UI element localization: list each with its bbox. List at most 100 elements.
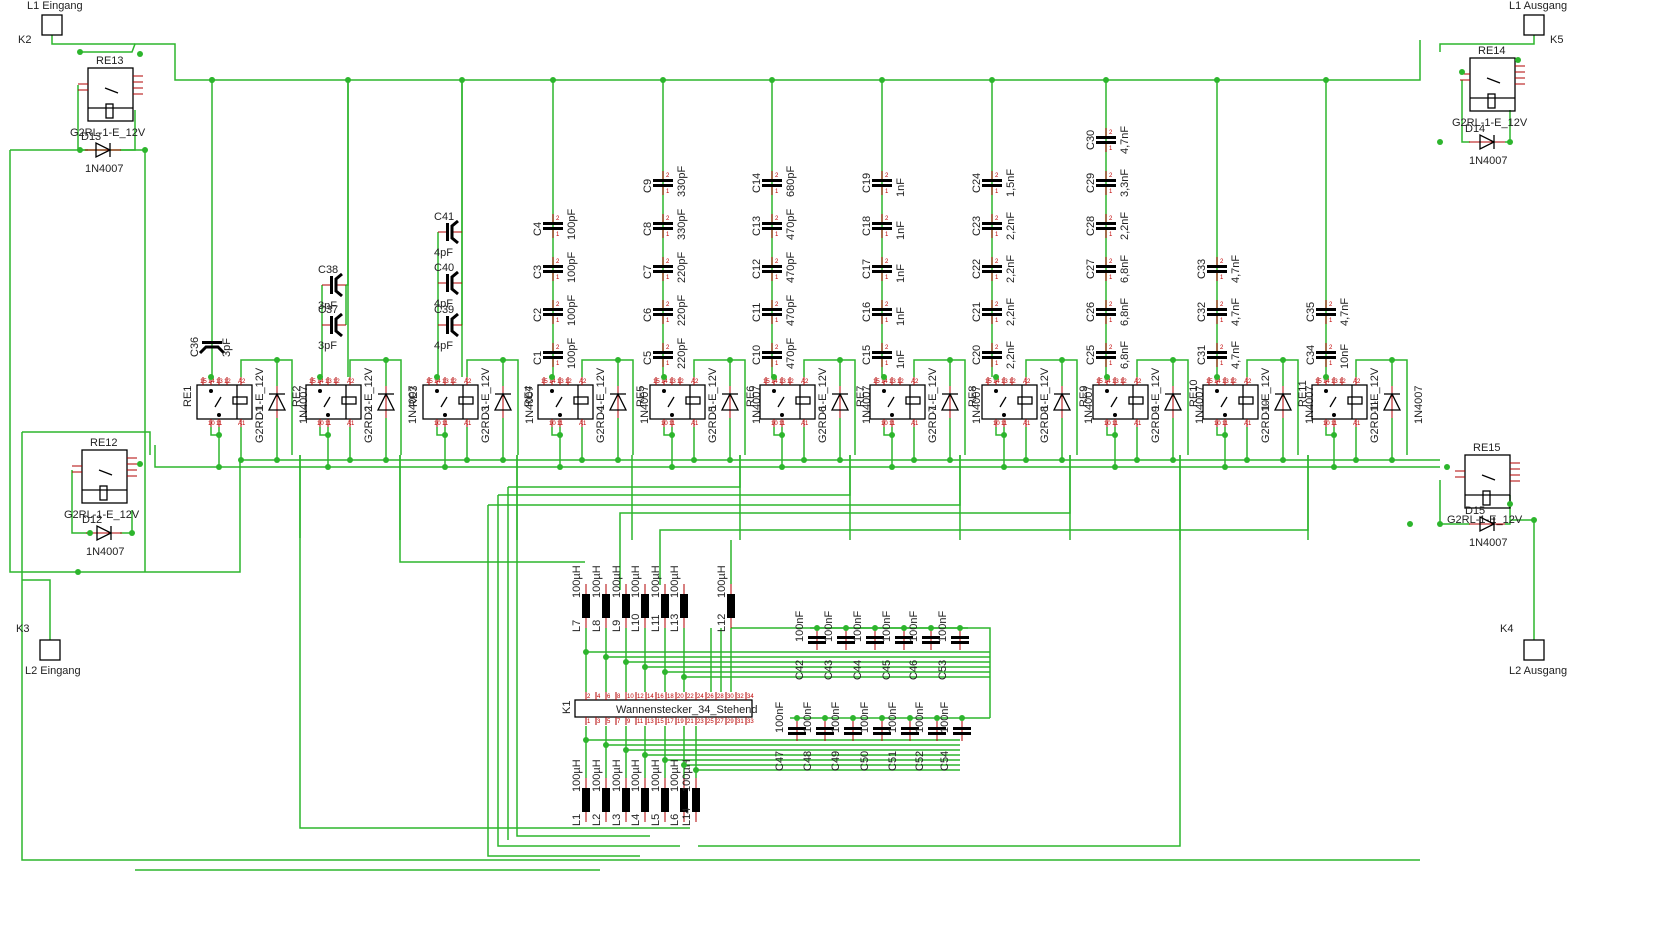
diode-body (96, 524, 113, 542)
relay-body (869, 384, 926, 420)
cap-ref: C50 (859, 751, 871, 771)
pin-number: 14 (1104, 379, 1111, 385)
relay-coil (795, 396, 811, 405)
pin-number: 2 (885, 173, 889, 179)
wire (1439, 35, 1535, 52)
junction-dot (1222, 464, 1228, 470)
diode-d8 (1052, 386, 1072, 418)
diode-d7 (940, 386, 960, 418)
inductor-value: 100µH (650, 565, 662, 598)
pin-number: 12 (677, 379, 684, 385)
pin-number: A1 (1023, 421, 1031, 427)
pin-number: 1 (1109, 318, 1113, 324)
pin-number: 1 (556, 275, 560, 281)
pin-number: 33 (747, 719, 754, 725)
cap-ref: C39 (434, 304, 454, 316)
relay-type: G2RL-1-E_12V (480, 367, 492, 443)
connector-ref: K5 (1550, 34, 1563, 46)
relay-type: G2RL-1-E_12V (595, 367, 607, 443)
diode-type: 1N4007 (86, 546, 125, 558)
relay-type: G2RL-1-E_12V (1260, 367, 1272, 443)
diode-ref: D13 (81, 131, 101, 143)
cap-plate (982, 270, 1002, 273)
pin-number: 27 (717, 719, 724, 725)
pin-number: 14 (661, 379, 668, 385)
pin-number: 15 (1315, 379, 1322, 385)
cap-value: 3,3nF (1119, 169, 1131, 197)
junction-dot (771, 374, 777, 380)
junction-dot (727, 357, 733, 363)
pin-number: 29 (727, 719, 734, 725)
pin-number: 21 (687, 719, 694, 725)
pin-number: 2 (775, 216, 779, 222)
inductor-value: 100µH (571, 565, 583, 598)
junction-dot (1280, 457, 1286, 463)
cap-ref: C1 (532, 351, 544, 365)
cap-plate (901, 727, 919, 730)
capacitor: 21 (1207, 343, 1227, 367)
pin-number: 11 (442, 421, 449, 427)
cap-plate (895, 641, 913, 644)
inductor-value: 100µH (591, 759, 603, 792)
pin-number: 13 (557, 379, 564, 385)
cap-value: 100nF (908, 611, 920, 642)
junction-dot (1103, 77, 1109, 83)
decoupling-capacitor (951, 630, 969, 650)
trimmer-capacitor (438, 270, 462, 296)
cap-plate (1207, 313, 1227, 316)
cap-plate (762, 184, 782, 187)
decoupling-capacitor (928, 721, 946, 741)
junction-dot (850, 715, 856, 721)
cap-plate (928, 727, 946, 730)
cap-plate (844, 732, 862, 735)
cap-plate (1096, 184, 1116, 187)
diode-body (95, 141, 112, 159)
cap-plate (982, 265, 1002, 268)
relay-body (81, 449, 128, 504)
pin-number: 10 (1104, 421, 1111, 427)
cap-value: 220pF (676, 295, 688, 326)
diode-type: 1N4007 (85, 163, 124, 175)
connector-terminal (39, 639, 61, 661)
cap-ref: C42 (794, 660, 806, 680)
relay-switch (667, 396, 675, 408)
pin-number: 13 (1112, 379, 1119, 385)
capacitor: 21 (1096, 343, 1116, 367)
inductor-value: 100µH (650, 759, 662, 792)
cap-plate (951, 641, 969, 644)
junction-dot (615, 357, 621, 363)
cap-value: 470pF (785, 295, 797, 326)
junction-dot (325, 464, 331, 470)
pin-number: A1 (801, 421, 809, 427)
inductor-value: 100µH (611, 759, 623, 792)
cap-plate (982, 308, 1002, 311)
pin-number: 2 (1109, 345, 1113, 351)
pin-number: 7 (617, 719, 621, 725)
pin-number: 1 (775, 275, 779, 281)
wire (487, 505, 640, 857)
pin-number: 2 (995, 345, 999, 351)
junction-dot (1437, 521, 1443, 527)
relay-switch (1486, 77, 1501, 84)
inductor (602, 584, 610, 628)
inductor (622, 584, 630, 628)
relay-body (1092, 384, 1149, 420)
junction-dot (345, 77, 351, 83)
diode-type: 1N4007 (971, 385, 983, 424)
junction-dot (1507, 139, 1513, 145)
inductor-ref: L5 (650, 814, 662, 826)
diode-ref: D2 (363, 406, 375, 420)
pin-number: 1 (1329, 361, 1333, 367)
pin-number: 2 (775, 259, 779, 265)
junction-dot (947, 457, 953, 463)
diode-body (1382, 392, 1402, 411)
cap-plate (953, 727, 971, 730)
inductor (641, 584, 649, 628)
cap-value: 100nF (859, 702, 871, 733)
cap-plate (543, 308, 563, 311)
decoupling-capacitor (837, 630, 855, 650)
junction-dot (1280, 357, 1286, 363)
